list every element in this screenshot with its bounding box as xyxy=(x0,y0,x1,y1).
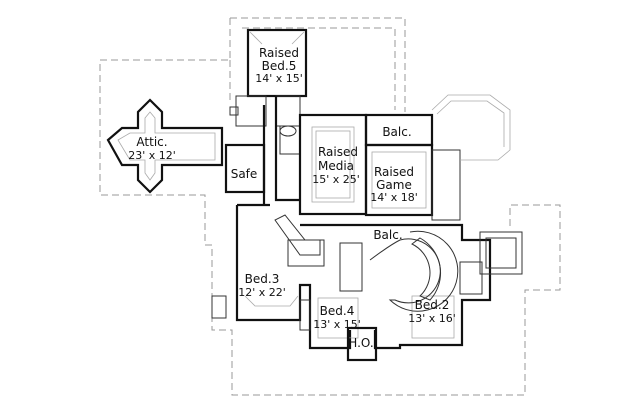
game-room xyxy=(364,113,461,221)
octagon-terrace xyxy=(431,94,511,161)
game-label: Game xyxy=(376,178,412,192)
attic-cross xyxy=(106,98,224,194)
room-labels: Raised Bed.5 14' x 15' Attic. 23' x 12' … xyxy=(128,46,456,350)
bed3-label: Bed.3 xyxy=(245,272,280,286)
bed2-size: 13' x 16' xyxy=(408,312,456,325)
bed3-size: 12' x 22' xyxy=(238,286,286,299)
game-size: 14' x 18' xyxy=(370,191,418,204)
balcony-lower-label: Balc. xyxy=(373,228,402,242)
media-label: Raised xyxy=(318,145,358,159)
lower-wing xyxy=(211,203,523,362)
media-size: 15' x 25' xyxy=(312,173,360,186)
safe-label: Safe xyxy=(231,167,258,181)
stairs xyxy=(274,214,459,312)
bed5-label: Raised xyxy=(259,46,299,60)
bed5-label: Bed.5 xyxy=(262,59,297,73)
media-label: Media xyxy=(318,159,354,173)
game-label: Raised xyxy=(374,165,414,179)
bed2-label: Bed.2 xyxy=(415,298,450,312)
hall-wall xyxy=(262,96,300,205)
bed5-size: 14' x 15' xyxy=(255,72,303,85)
balcony-upper-label: Balc. xyxy=(382,125,411,139)
bed4-size: 13' x 15' xyxy=(313,318,361,331)
attic-label: Attic. xyxy=(136,135,167,149)
roof-outline xyxy=(99,17,561,396)
attic-size: 23' x 12' xyxy=(128,149,176,162)
home-office-label: H.O. xyxy=(348,336,373,350)
bed4-label: Bed.4 xyxy=(320,304,355,318)
